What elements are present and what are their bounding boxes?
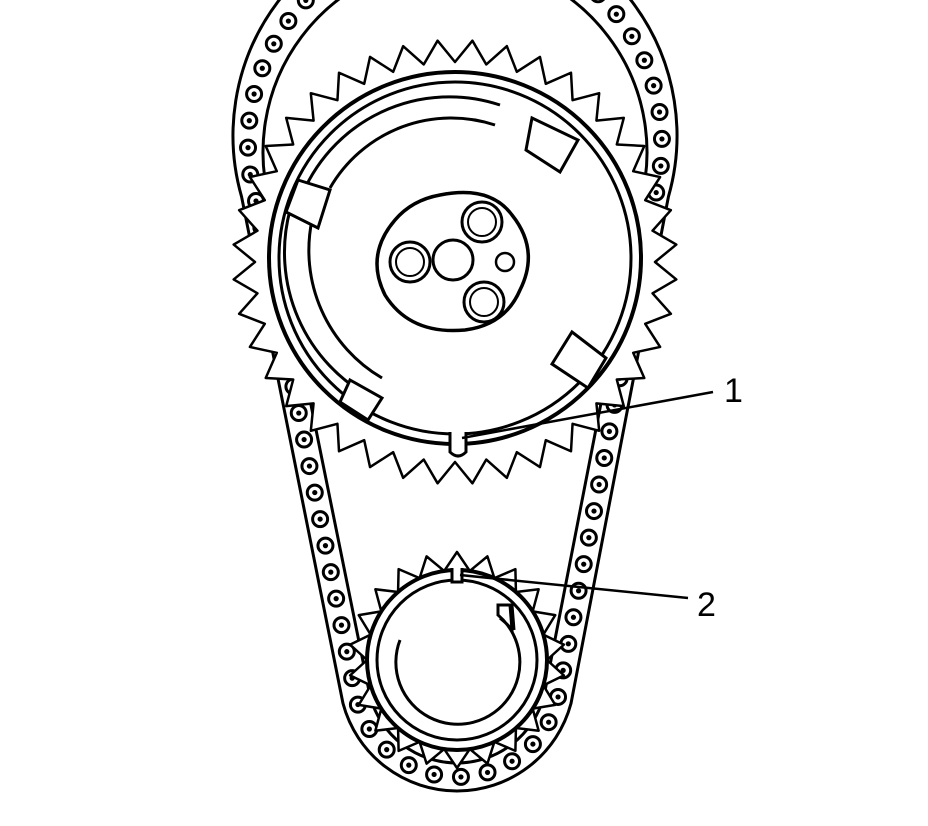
chain-roller: [591, 0, 605, 4]
chain-pin: [431, 771, 437, 778]
chain-pin: [306, 463, 313, 469]
chain-pin: [328, 569, 334, 575]
chain-pin: [546, 719, 552, 725]
callout-1-label: 1: [724, 372, 743, 410]
chain-pin: [659, 136, 665, 142]
chain-pin: [458, 774, 464, 780]
camshaft-center-bore: [431, 238, 475, 282]
chain-pin: [285, 18, 291, 24]
chain-pin: [484, 769, 491, 776]
chain-roller: [296, 0, 315, 10]
chain-pin: [586, 535, 592, 541]
chain-pin: [570, 614, 577, 620]
chain-pin: [596, 481, 602, 488]
chain-pin: [296, 410, 302, 416]
chain-pin: [575, 588, 582, 594]
chain-outer-edge: [231, 0, 679, 793]
reluctor-arc-upper-inner: [328, 116, 496, 189]
camshaft-timing-mark: [448, 432, 468, 458]
chain-pin: [653, 189, 659, 196]
camshaft-sprocket: [267, 70, 643, 458]
chain-pin: [271, 41, 277, 47]
chain-pin: [656, 109, 663, 115]
chain-pin: [338, 622, 345, 628]
chain-pin: [591, 508, 597, 514]
chain-pin: [658, 163, 664, 169]
chain-pin: [565, 641, 571, 647]
chain-pin: [344, 649, 350, 655]
chain-pin: [312, 489, 318, 496]
chain-pin: [629, 33, 635, 39]
reluctor-window-right: [549, 329, 608, 391]
chain-pin: [406, 762, 412, 768]
chain-pin: [509, 758, 515, 764]
callout-2-label: 2: [697, 586, 716, 624]
reluctor-window-bottom: [338, 377, 385, 423]
reluctor-window-top: [524, 115, 581, 175]
chain-pin: [303, 0, 309, 3]
chain-pin: [601, 455, 607, 461]
crankshaft-bore: [394, 603, 522, 726]
chain-pin: [581, 561, 587, 567]
chain-pin: [613, 11, 619, 17]
chain-pin: [317, 516, 323, 522]
chain-pin: [366, 726, 372, 732]
chain-pin: [245, 145, 251, 151]
crankshaft-keyway: [498, 603, 516, 631]
chain-pin: [555, 694, 561, 700]
camshaft-dowel-hole: [494, 251, 516, 273]
chain-pin: [530, 741, 536, 747]
reluctor-arc-left-inner: [307, 219, 383, 380]
chain-pin: [651, 83, 657, 89]
callout-1-leader: [461, 390, 714, 440]
callout-2-leader: [459, 573, 689, 600]
chain-pin: [641, 57, 647, 63]
chain-pin: [322, 543, 329, 549]
reluctor-arc-upper: [298, 95, 501, 201]
chain-pin: [246, 118, 252, 124]
chain-pin: [251, 91, 257, 97]
chain-pin: [606, 428, 612, 435]
reluctor-arc-left: [282, 209, 373, 400]
chain-pin: [301, 436, 307, 443]
chain-pin: [333, 596, 339, 602]
callout-leaders: [459, 390, 714, 600]
chain-pin: [259, 65, 265, 71]
reluctor-window-left: [284, 178, 332, 231]
chain-inner-edge: [261, 0, 649, 765]
chain-pin: [384, 747, 390, 753]
chain-pin: [560, 667, 566, 673]
crankshaft-sprocket: [348, 550, 566, 770]
